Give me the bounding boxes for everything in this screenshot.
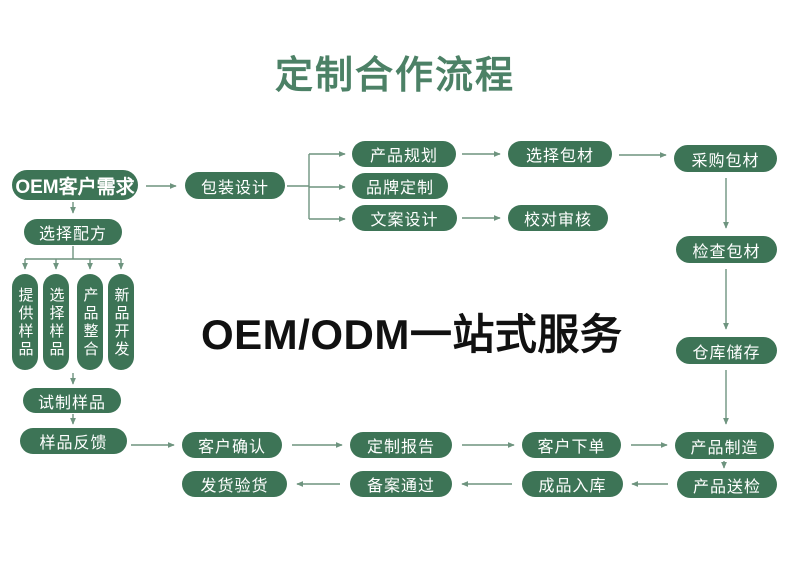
flow-node-select-formula: 选择配方 bbox=[24, 219, 122, 245]
flow-node-purchase-packaging-material: 采购包材 bbox=[674, 145, 777, 172]
flow-node-select-packaging-material: 选择包材 bbox=[508, 141, 612, 167]
flow-node-new-product-development: 新品开发 bbox=[108, 274, 134, 370]
flow-node-product-planning: 产品规划 bbox=[352, 141, 456, 167]
flow-node-trial-samples: 试制样品 bbox=[23, 388, 121, 413]
flow-node-customer-order: 客户下单 bbox=[522, 432, 621, 458]
flow-node-oem-customer-needs: OEM客户需求 bbox=[12, 170, 138, 200]
flow-node-proofread-review: 校对审核 bbox=[508, 205, 608, 231]
flow-node-product-integration: 产品整合 bbox=[77, 274, 103, 370]
flow-node-product-inspection: 产品送检 bbox=[677, 471, 777, 498]
flow-node-packaging-design: 包装设计 bbox=[185, 172, 285, 199]
flow-node-warehouse-storage: 仓库储存 bbox=[676, 337, 777, 364]
flow-node-sample-feedback: 样品反馈 bbox=[20, 428, 127, 454]
flow-node-finished-product-warehousing: 成品入库 bbox=[522, 471, 623, 497]
flow-node-choose-samples: 选择样品 bbox=[43, 274, 69, 370]
page-title: 定制合作流程 bbox=[274, 55, 515, 97]
flow-node-customer-confirmation: 客户确认 bbox=[182, 432, 282, 458]
flow-node-filing-approved: 备案通过 bbox=[350, 471, 452, 497]
flow-node-shipping-inspection: 发货验货 bbox=[182, 471, 287, 497]
flow-node-provide-samples: 提供样品 bbox=[12, 274, 38, 370]
flow-node-inspect-packaging-material: 检查包材 bbox=[676, 236, 777, 263]
flow-node-custom-report: 定制报告 bbox=[350, 432, 452, 458]
flow-node-copywriting-design: 文案设计 bbox=[352, 205, 457, 231]
flow-node-brand-customization: 品牌定制 bbox=[352, 173, 448, 199]
flow-node-product-manufacturing: 产品制造 bbox=[675, 432, 774, 459]
center-headline: OEM/ODM一站式服务 bbox=[201, 311, 623, 358]
